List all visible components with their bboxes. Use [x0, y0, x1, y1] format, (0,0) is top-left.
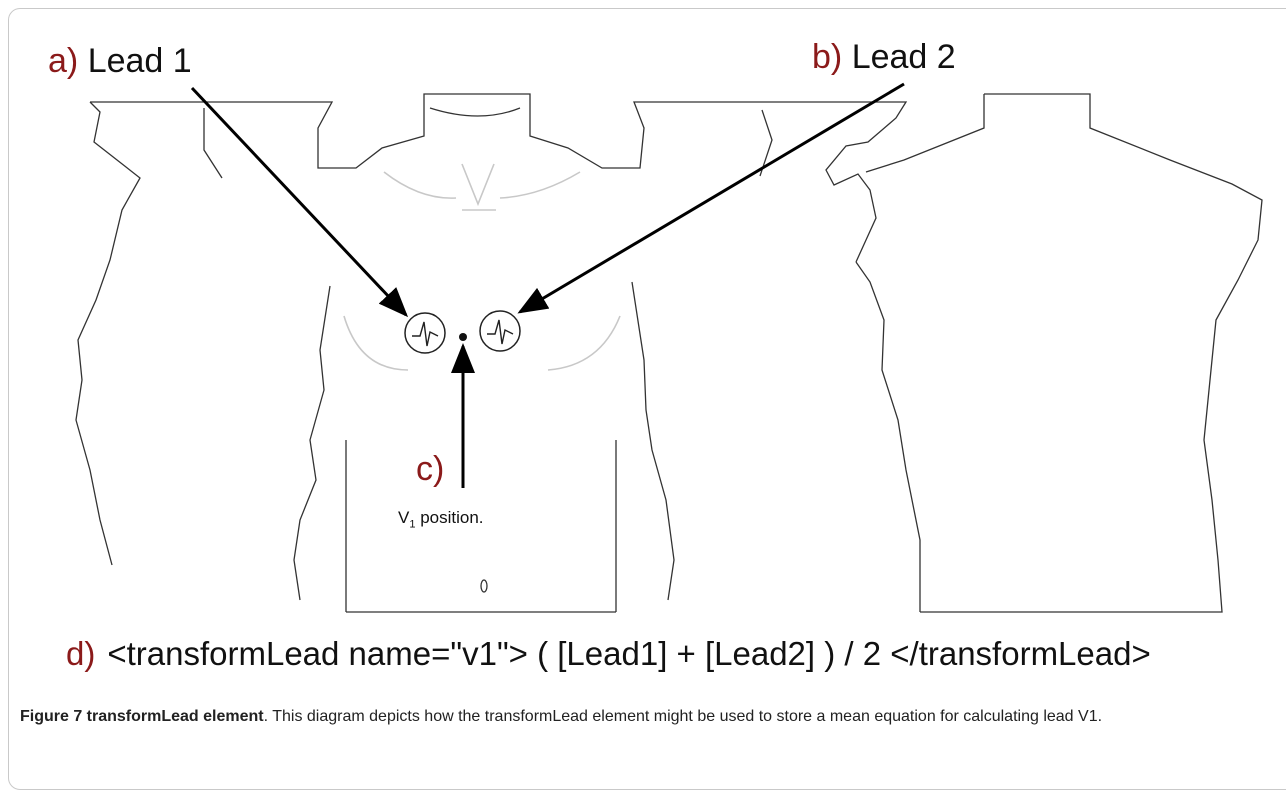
- lead2-electrode: [479, 310, 521, 352]
- label-a-text: Lead 1: [87, 42, 192, 80]
- label-b-letter: b): [812, 38, 843, 76]
- v1-subscript: 1: [409, 518, 416, 531]
- caption-title: Figure 7 transformLead element: [20, 708, 264, 725]
- back-torso: [759, 93, 1263, 613]
- caption-body: . This diagram depicts how the transform…: [263, 708, 1103, 725]
- lead1-electrode: [404, 312, 446, 354]
- transformlead-equation: d) <transformLead name="v1"> ( [Lead1] + …: [66, 637, 1151, 670]
- front-torso: [75, 93, 908, 613]
- torso-diagram: [75, 82, 1263, 613]
- equation-text: <transformLead name="v1"> ( [Lead1] + [L…: [107, 635, 1151, 672]
- chest-contour-lines: [343, 163, 621, 371]
- arrow-lead2: [517, 82, 905, 314]
- label-c-letter: c): [416, 450, 445, 488]
- label-lead1: a) Lead 1: [48, 44, 192, 78]
- v1-main: V: [398, 508, 410, 527]
- figure-caption: Figure 7 transformLead element. This dia…: [20, 706, 1270, 728]
- label-lead2: b) Lead 2: [812, 40, 956, 74]
- label-d-letter: d): [66, 635, 96, 672]
- label-a-letter: a): [48, 42, 79, 80]
- v1-rest: position.: [415, 508, 484, 527]
- label-b-text: Lead 2: [851, 38, 956, 76]
- v1-position-dot: [459, 333, 467, 341]
- v1-position-label: V1 position.: [398, 509, 484, 530]
- arrow-lead1: [190, 86, 409, 318]
